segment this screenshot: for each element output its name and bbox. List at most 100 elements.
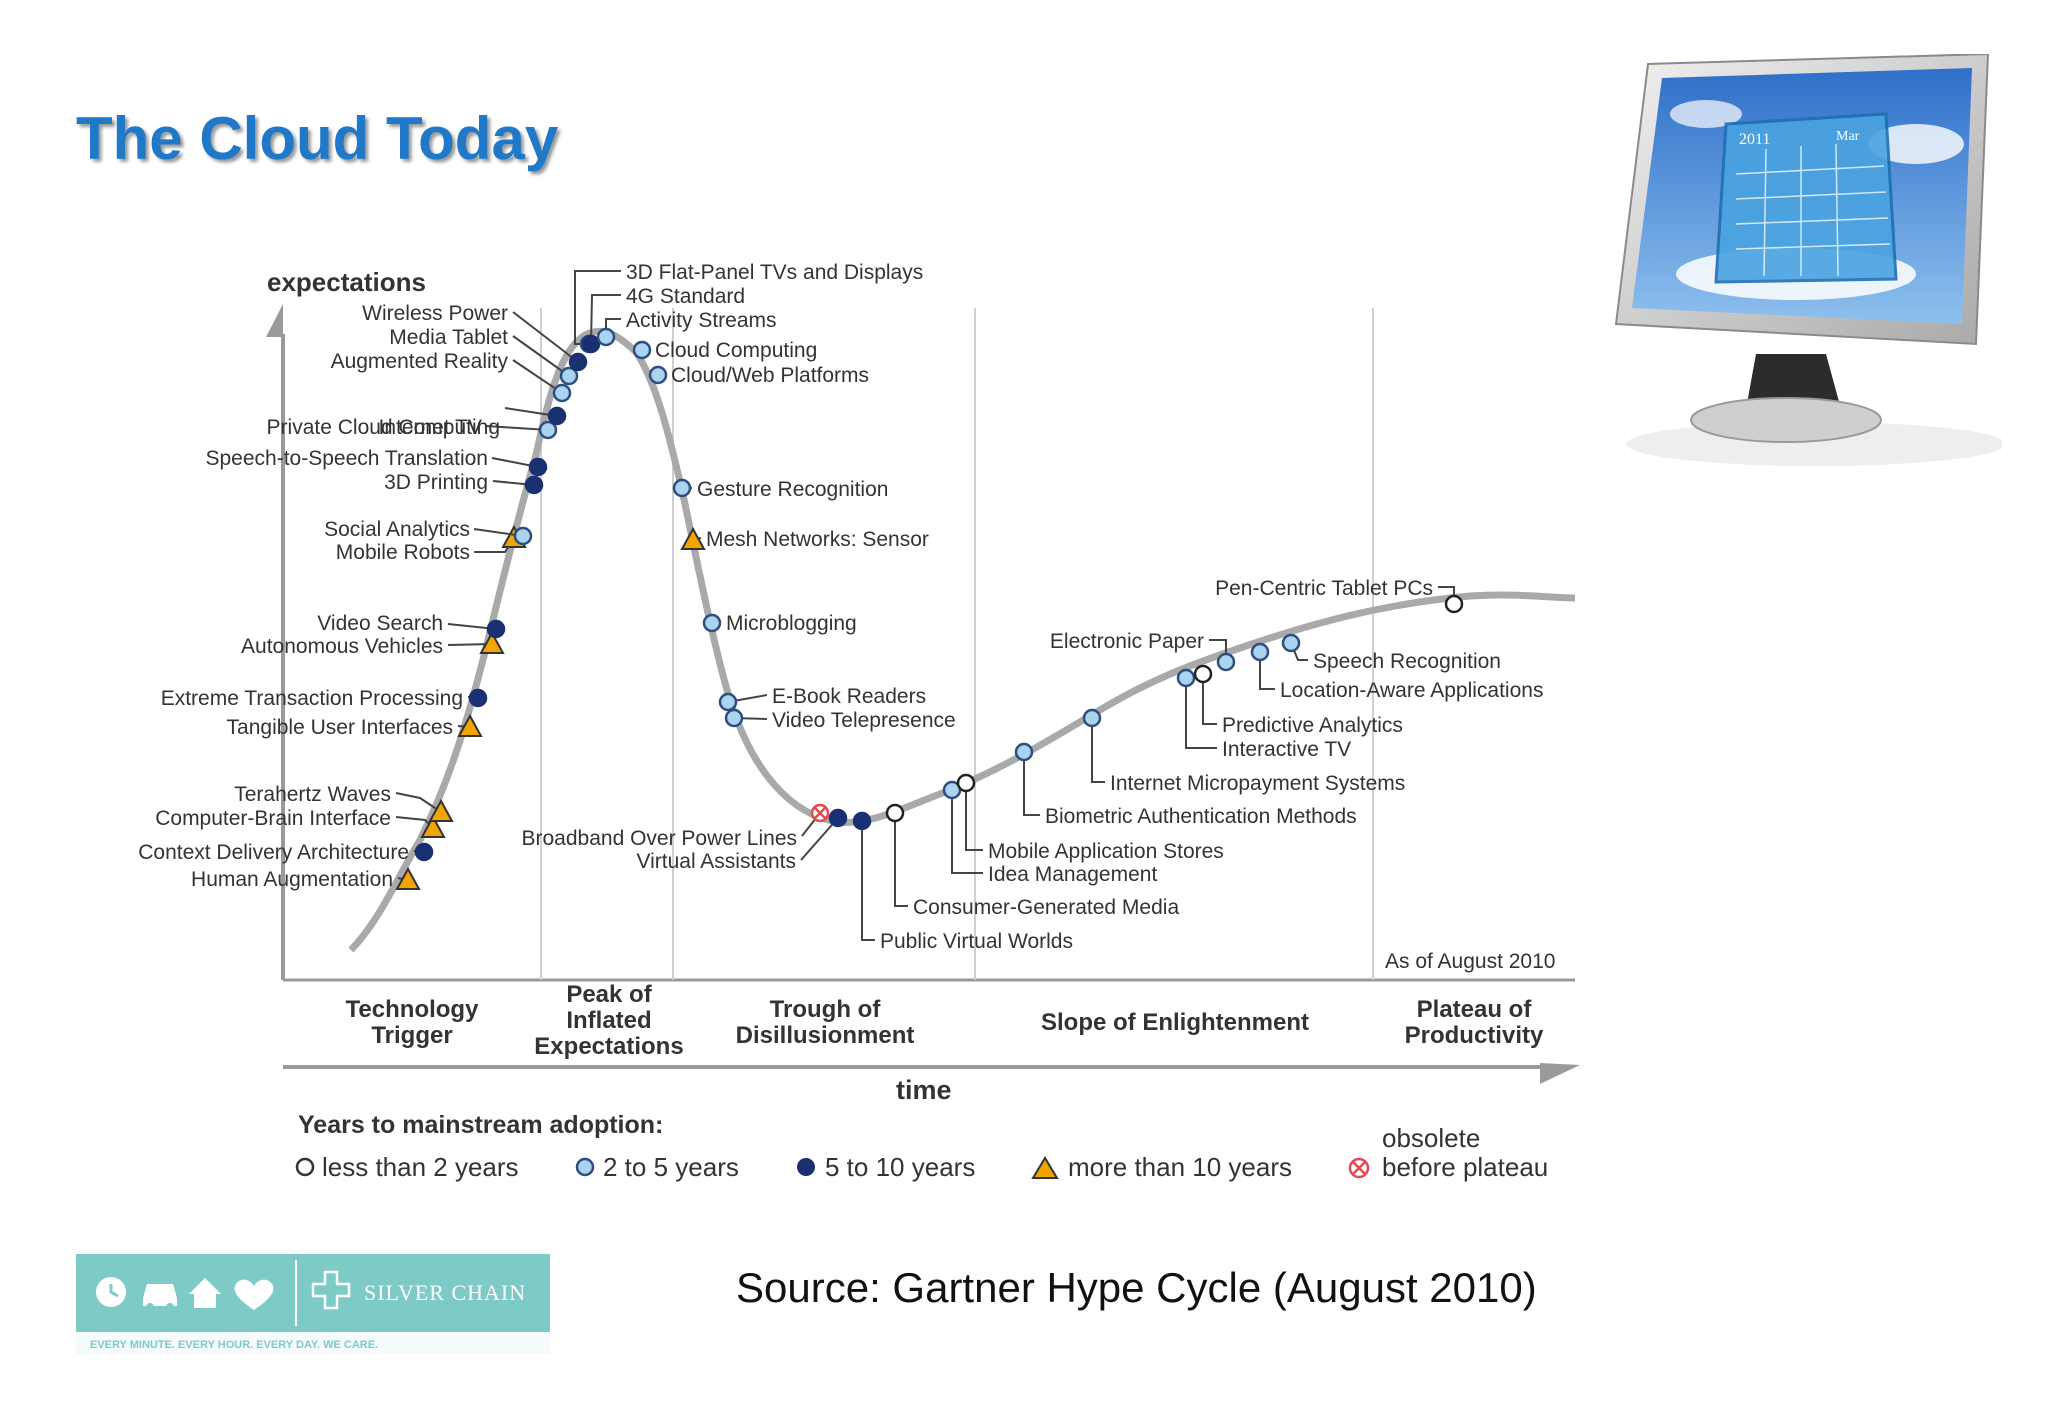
technology-label: Broadband Over Power Lines xyxy=(522,827,798,850)
technology-label: Cloud Computing xyxy=(655,339,817,362)
technology-item: Pen-Centric Tablet PCs xyxy=(1215,577,1464,614)
five-to-ten-marker xyxy=(468,688,488,708)
as-of-label: As of August 2010 xyxy=(1385,950,1555,973)
technology-label: Video Search xyxy=(317,612,443,635)
technology-label: Private Cloud Computing xyxy=(267,416,500,439)
slide-title: The Cloud Today xyxy=(76,105,559,172)
technology-item: Virtual Assistants xyxy=(636,808,848,873)
technology-item: Predictive Analytics xyxy=(1193,664,1403,737)
leader-line xyxy=(1023,752,1040,816)
legend-title: Years to mainstream adoption: xyxy=(298,1111,663,1139)
technology-label: E-Book Readers xyxy=(772,685,926,708)
svg-text:Productivity: Productivity xyxy=(1405,1022,1544,1049)
legend-more-than-10-marker xyxy=(1031,1156,1059,1179)
technology-label: 3D Flat-Panel TVs and Displays xyxy=(626,261,923,284)
less-than-2-marker xyxy=(885,803,905,823)
legend-2-to-5-marker xyxy=(575,1157,595,1177)
leader-line xyxy=(512,335,570,377)
monitor-base xyxy=(1690,397,1882,443)
technology-item: Augmented Reality xyxy=(331,350,572,403)
leader-line xyxy=(590,294,621,345)
five-to-ten-marker xyxy=(486,619,506,639)
technology-item: Private Cloud Computing xyxy=(267,406,567,439)
technology-item: Social Analytics xyxy=(324,518,533,546)
two-to-five-marker xyxy=(538,420,558,440)
phase-label-slope: Slope of Enlightenment xyxy=(1041,1009,1309,1036)
technology-label: Context Delivery Architecture xyxy=(138,841,409,864)
two-to-five-marker xyxy=(552,383,572,403)
two-to-five-marker xyxy=(1082,708,1102,728)
technology-label: Mobile Application Stores xyxy=(988,840,1224,863)
x-axis-arrow-icon xyxy=(1540,1063,1580,1084)
legend-5-to-10-marker xyxy=(797,1158,815,1176)
technology-item: Internet Micropayment Systems xyxy=(1082,708,1405,795)
two-to-five-marker xyxy=(724,708,744,728)
legend-less-than-2-label: less than 2 years xyxy=(322,1152,519,1182)
technology-label: 3D Printing xyxy=(384,471,488,494)
technology-label: Interactive TV xyxy=(1222,738,1351,761)
cross-icon xyxy=(311,1270,351,1310)
technology-label: Computer-Brain Interface xyxy=(155,807,391,830)
technology-item: Terahertz Waves xyxy=(234,783,454,822)
technology-label: Pen-Centric Tablet PCs xyxy=(1215,577,1433,600)
technology-item: Mobile Application Stores xyxy=(956,773,1224,863)
svg-text:Technology: Technology xyxy=(346,996,480,1023)
legend-obsolete-line2: before plateau xyxy=(1382,1152,1548,1182)
technology-label: Location-Aware Applications xyxy=(1280,679,1543,702)
technology-label: Predictive Analytics xyxy=(1222,714,1403,737)
technology-label: Internet TV xyxy=(378,416,482,439)
technology-label: Microblogging xyxy=(726,612,857,635)
leader-line xyxy=(1185,678,1217,749)
less-than-2-marker xyxy=(1193,664,1213,684)
technology-item: Cloud/Web Platforms xyxy=(648,364,869,387)
leader-line xyxy=(894,813,908,907)
technology-item: Speech-to-Speech Translation xyxy=(205,447,548,477)
technology-item: Public Virtual Worlds xyxy=(852,811,1073,953)
monitor-calendar-image: 2011 Mar xyxy=(1614,54,2002,466)
technology-item: Idea Management xyxy=(942,780,1157,886)
obsolete-marker xyxy=(810,803,830,823)
technology-label: Public Virtual Worlds xyxy=(880,930,1073,953)
technology-item: Wireless Power xyxy=(362,302,588,372)
technology-label: Media Tablet xyxy=(389,326,508,349)
two-to-five-marker xyxy=(632,340,652,360)
technology-label: Speech-to-Speech Translation xyxy=(205,447,488,470)
technology-label: Terahertz Waves xyxy=(234,783,391,806)
technology-item: Activity Streams xyxy=(596,309,777,347)
technology-item: Biometric Authentication Methods xyxy=(1014,742,1357,828)
leader-line xyxy=(1259,652,1275,690)
source-caption: Source: Gartner Hype Cycle (August 2010) xyxy=(736,1264,1537,1311)
technology-label: Activity Streams xyxy=(626,309,777,332)
leader-line xyxy=(1202,674,1217,725)
technology-item: Media Tablet xyxy=(389,326,579,386)
two-to-five-marker xyxy=(648,365,668,385)
more-than-10-years-marker xyxy=(428,798,454,822)
technology-item: Internet TV xyxy=(378,416,558,440)
technology-item: Interactive TV xyxy=(1176,668,1351,761)
monitor-stand xyxy=(1746,354,1841,409)
more-than-10-years-marker xyxy=(395,866,421,890)
five-to-ten-marker xyxy=(547,406,567,426)
leader-line xyxy=(485,425,549,431)
five-to-ten-marker xyxy=(581,334,601,354)
leader-line xyxy=(1091,718,1105,783)
clock-icon xyxy=(96,1277,126,1307)
svg-text:Trough of: Trough of xyxy=(770,996,882,1023)
phase-label-trough: Trough of Disillusionment xyxy=(736,996,915,1049)
svg-text:Plateau of: Plateau of xyxy=(1417,996,1533,1023)
five-to-ten-marker xyxy=(528,457,548,477)
technology-item: Cloud Computing xyxy=(632,339,817,362)
technology-label: Biometric Authentication Methods xyxy=(1045,805,1357,828)
more-than-10-years-marker xyxy=(680,526,706,550)
technology-label: Tangible User Interfaces xyxy=(227,716,453,739)
phase-label-peak: Peak of Inflated Expectations xyxy=(534,981,683,1060)
two-to-five-marker xyxy=(1014,742,1034,762)
technology-item: Context Delivery Architecture xyxy=(138,841,434,864)
legend-5-to-10-label: 5 to 10 years xyxy=(825,1152,975,1182)
leader-line xyxy=(447,643,493,646)
five-to-ten-marker xyxy=(852,811,872,831)
more-than-10-years-marker xyxy=(420,814,446,838)
five-to-ten-marker xyxy=(828,808,848,828)
leader-line xyxy=(951,790,983,874)
